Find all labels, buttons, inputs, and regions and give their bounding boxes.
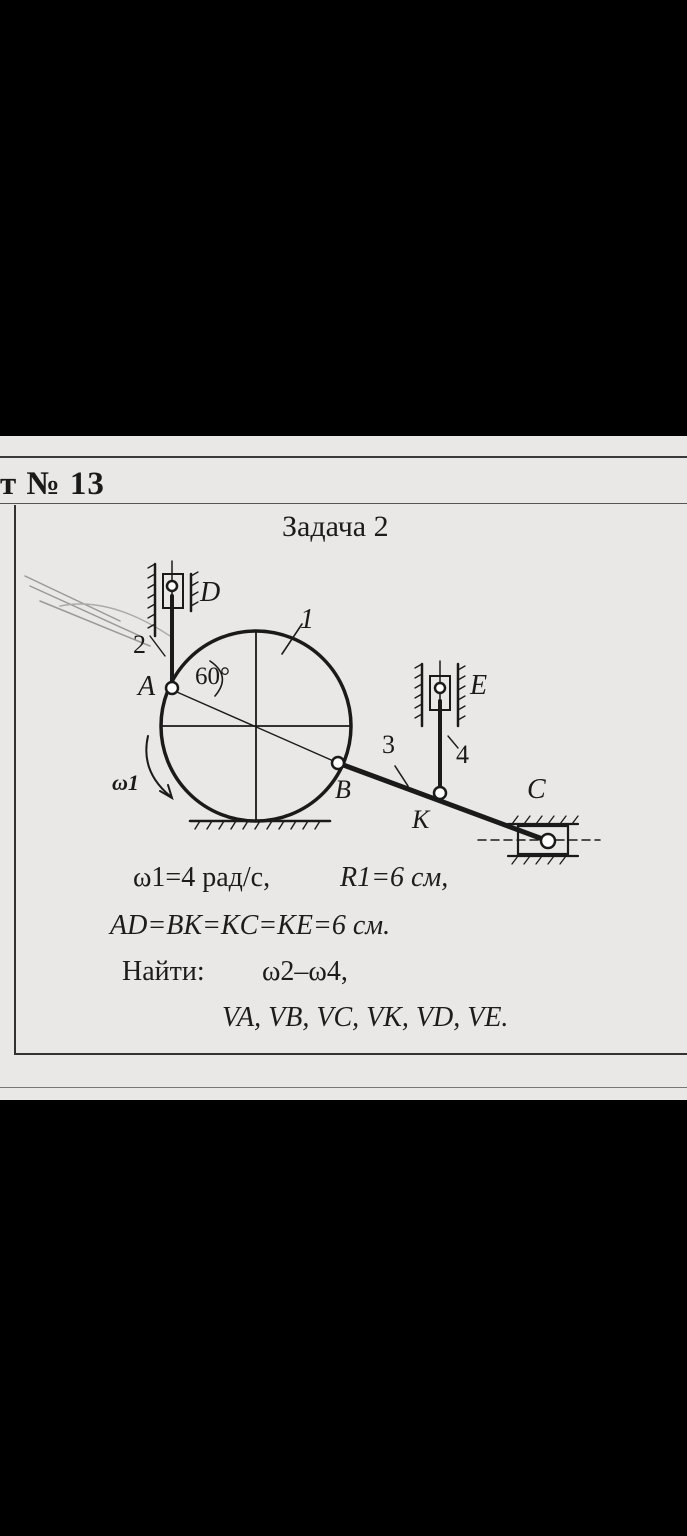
guide-e-right-hatch [457, 665, 466, 721]
guide-d-right-hatch [190, 571, 199, 607]
omega1-arrow [145, 735, 171, 797]
guide-e-left-hatch [414, 663, 423, 719]
given-lengths: AD=BK=KC=KE=6 см. [110, 910, 390, 942]
joint-a [164, 680, 180, 696]
joint-d [165, 579, 179, 593]
label-body-4: 4 [456, 740, 469, 769]
joint-k [432, 785, 448, 801]
slider-e [429, 675, 451, 711]
joint-e [433, 681, 447, 695]
disk-diameter-ab [169, 688, 339, 764]
ground-disk-hatch [194, 820, 321, 830]
given-lengths-text: AD=BK=KC=KE=6 см. [110, 910, 391, 941]
frame-header-line [0, 503, 687, 504]
given-r1-text: R1=6 см, [340, 862, 449, 893]
given-omega1: ω1=4 рад/с, [133, 862, 271, 893]
variant-number: т № 13 [0, 466, 105, 502]
frame-bottom-line-outer [0, 1087, 687, 1088]
pencil-mark [59, 603, 171, 637]
task-title: Задача 2 [282, 510, 389, 543]
rod-3 [335, 760, 551, 844]
label-d: D [200, 577, 221, 608]
label-body-2: 2 [133, 630, 146, 659]
frame-top-line [0, 456, 687, 458]
leader-1 [281, 623, 303, 655]
label-a: A [138, 671, 156, 702]
label-body-3: 3 [382, 730, 395, 759]
find-label: Найти: [122, 956, 205, 987]
leader-2 [149, 635, 166, 657]
label-body-1: 1 [300, 604, 314, 635]
given-r1: R1=6 см, [340, 862, 448, 894]
photo-background [0, 436, 687, 1100]
label-omega1: ω1 [112, 770, 139, 795]
guide-c-top-hatch [511, 815, 579, 825]
find-omegas: ω2–ω4, [262, 956, 348, 987]
angle-arc-60 [209, 660, 224, 697]
label-b: B [335, 775, 351, 804]
leader-3 [394, 765, 409, 787]
find-velocities: VA, VB, VC, VK, VD, VE. [222, 1002, 508, 1034]
label-c: C [527, 774, 546, 805]
leader-4 [447, 735, 459, 749]
mechanism-diagram [24, 560, 601, 865]
label-e: E [470, 670, 488, 701]
frame-left-line [14, 505, 16, 1053]
omega1-arrowhead [159, 784, 174, 801]
guide-d-left-hatch [147, 563, 156, 629]
frame-bottom-line [14, 1053, 687, 1055]
label-angle: 60° [195, 663, 230, 690]
find-velocities-text: VA, VB, VC, VK, VD, VE. [222, 1002, 509, 1033]
guide-c-bottom-hatch [511, 855, 567, 865]
joint-b [330, 755, 346, 771]
label-k: K [412, 805, 430, 834]
slider-d [162, 573, 184, 609]
joint-c [539, 832, 557, 850]
pencil-mark [24, 575, 151, 647]
